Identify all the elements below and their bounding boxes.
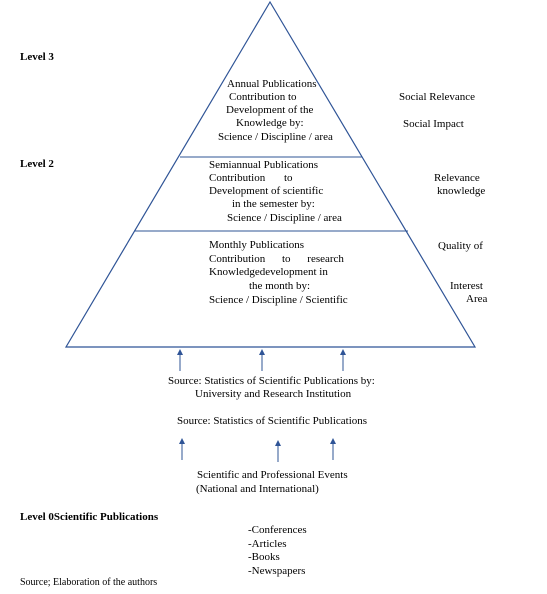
quality-of-label: Quality of [438, 240, 483, 252]
publication-type-newspapers: -Newspapers [248, 565, 306, 577]
social-relevance-label: Social Relevance [399, 91, 476, 103]
publication-type-articles: -Articles [248, 538, 287, 550]
footer-source: Source; Elaboration of the authors [20, 577, 158, 588]
bottom-block-line-1: Monthly Publications [209, 239, 305, 251]
source-1-line-2: University and Research Institution [195, 388, 352, 400]
publication-type-conferences: -Conferences [248, 524, 307, 536]
middle-block-line-5: Science / Discipline / area [227, 212, 342, 224]
top-block-line-4: Knowledge by: [236, 117, 304, 129]
events-line-1: Scientific and Professional Events [197, 469, 348, 481]
relevance-label: Relevance [434, 172, 480, 184]
events-line-2: (National and International) [196, 483, 319, 495]
level-0-label: Level 0Scientific Publications [20, 511, 159, 523]
middle-block-line-3: Development of scientific [209, 185, 324, 197]
bottom-block-line-5: Science / Discipline / Scientific [209, 294, 348, 306]
area-label: Area [466, 293, 488, 305]
source-1-line-1: Source: Statistics of Scientific Publica… [168, 375, 375, 387]
top-block-line-1: Annual Publications [227, 78, 317, 90]
middle-block-line-1: Semiannual Publications [209, 159, 319, 171]
middle-block-line-2: Contribution to [209, 172, 293, 184]
top-block-line-5: Science / Discipline / area [218, 131, 333, 143]
bottom-block-line-2: Contribution to research [209, 253, 344, 265]
level-2-label: Level 2 [20, 158, 54, 170]
source-2: Source: Statistics of Scientific Publica… [177, 415, 368, 427]
knowledge-label: knowledge [437, 185, 486, 197]
publication-type-books: -Books [248, 551, 280, 563]
level-3-label: Level 3 [20, 51, 54, 63]
middle-block-line-4: in the semester by: [232, 198, 315, 210]
top-block-line-3: Development of the [226, 104, 314, 116]
social-impact-label: Social Impact [403, 118, 464, 130]
pyramid-outline [64, 0, 477, 348]
interest-label: Interest [450, 280, 483, 292]
bottom-block-line-4: the month by: [249, 280, 311, 292]
bottom-block-line-3: Knowledgedevelopment in [209, 266, 328, 278]
top-block-line-2: Contribution to [229, 91, 297, 103]
